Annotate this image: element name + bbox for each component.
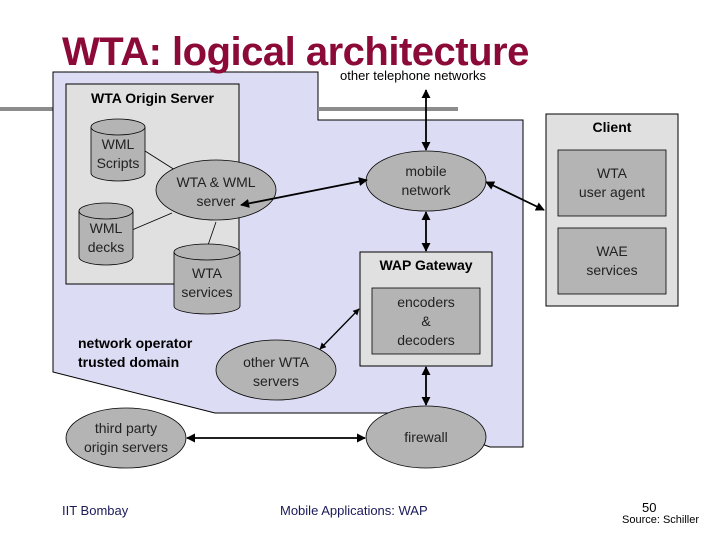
other-wta-servers-label: other WTA servers <box>216 353 336 391</box>
wae-services-box <box>557 227 667 295</box>
wta-user-agent-box <box>557 149 667 217</box>
firewall-node <box>365 405 487 469</box>
wta-services-line1: WTA <box>191 265 223 281</box>
wml-scripts-line2: Scripts <box>96 155 140 171</box>
mobile-network-label: mobile network <box>366 162 486 200</box>
client-title: Client <box>592 119 632 135</box>
other-wta-servers-node <box>215 339 337 401</box>
title-rule-right <box>318 107 458 111</box>
wta-services-label: WTA services <box>174 264 240 302</box>
trusted-domain-line2: trusted domain <box>78 354 180 370</box>
wta-services-line2: services <box>181 284 233 300</box>
wta-wml-server-line2: server <box>196 193 236 209</box>
wta-wml-server-label: WTA & WML server <box>156 173 276 211</box>
codec-label: encoders & decoders <box>372 293 480 350</box>
wta-user-agent-line2: user agent <box>578 184 646 200</box>
codec-line1: encoders <box>397 294 455 310</box>
wml-decks-line1: WML <box>89 220 123 236</box>
wae-services-label: WAE services <box>558 242 666 280</box>
third-party-line1: third party <box>94 420 158 436</box>
codec-line3: decoders <box>397 332 455 348</box>
link-decks-server <box>131 212 173 231</box>
wae-services-line2: services <box>586 262 638 278</box>
wae-services-line1: WAE <box>596 243 628 259</box>
source-credit: Source: Schiller <box>622 514 700 526</box>
third-party-line2: origin servers <box>83 439 169 455</box>
mobile-network-line2: network <box>401 182 451 198</box>
third-party-label: third party origin servers <box>66 419 186 457</box>
wml-scripts-cylinder <box>90 118 146 182</box>
wml-decks-label: WML decks <box>79 219 133 257</box>
other-telephone-networks-label: other telephone networks <box>340 68 486 83</box>
other-wta-servers-line2: servers <box>253 373 299 389</box>
wta-services-cylinder <box>173 243 241 315</box>
wta-user-agent-line1: WTA <box>596 165 628 181</box>
trusted-domain-label: network operator trusted domain <box>78 334 192 372</box>
wml-scripts-label: WML Scripts <box>91 135 145 173</box>
wml-decks-line2: decks <box>87 239 125 255</box>
wap-gateway-title: WAP Gateway <box>379 257 473 273</box>
footer-course: Mobile Applications: WAP <box>280 503 428 518</box>
origin-server-title: WTA Origin Server <box>91 90 214 106</box>
wml-decks-cylinder <box>78 202 134 266</box>
other-wta-servers-line1: other WTA <box>243 354 309 370</box>
firewall-label: firewall <box>404 429 448 445</box>
trusted-domain-line1: network operator <box>78 335 193 351</box>
codec-line2: & <box>421 313 431 329</box>
arrow-mobile-originserver <box>240 177 368 208</box>
slide-title: WTA: logical architecture <box>62 30 529 74</box>
arrow-mobile-client <box>485 181 545 211</box>
wta-wml-server-line1: WTA & WML <box>176 174 256 190</box>
link-scripts-server <box>144 150 176 171</box>
wml-scripts-line1: WML <box>101 136 135 152</box>
arrow-gateway-otherwta <box>319 308 360 350</box>
mobile-network-line1: mobile <box>405 163 447 179</box>
codec-box <box>371 287 481 355</box>
third-party-node <box>65 407 187 469</box>
wta-user-agent-label: WTA user agent <box>558 164 666 202</box>
page-number: 50 <box>642 500 657 515</box>
footer-institution: IIT Bombay <box>62 503 129 518</box>
